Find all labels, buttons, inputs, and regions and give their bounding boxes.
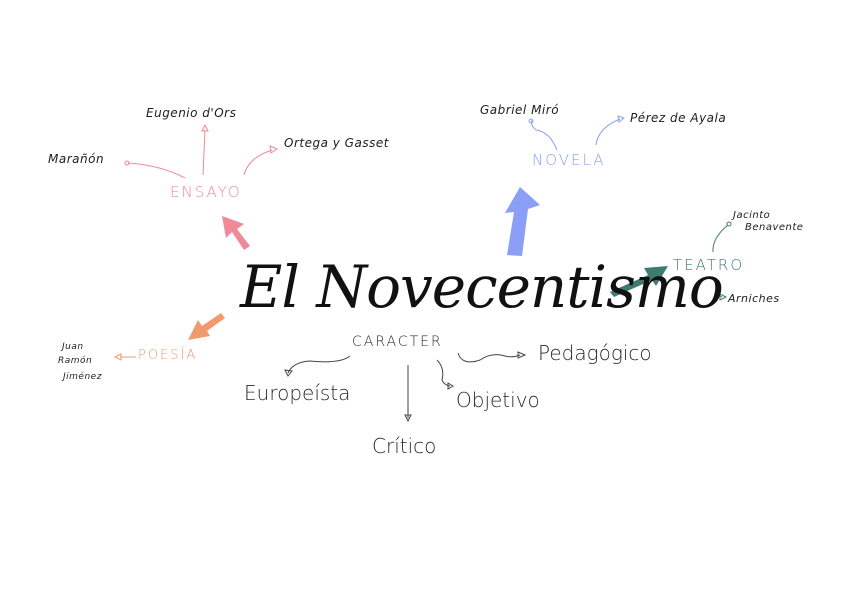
- author-maranon: Marañón: [48, 152, 105, 166]
- trait-pedagogico: Pedagógico: [538, 341, 652, 365]
- author-juan: Juan: [62, 342, 84, 352]
- author-ortega-y-gasset: Ortega y Gasset: [284, 136, 389, 150]
- trait-critico: Crítico: [372, 434, 437, 458]
- author-jacinto: Jacinto: [733, 210, 771, 221]
- novela-arrow-icon: [505, 187, 540, 256]
- category-teatro: TEATRO: [673, 256, 745, 274]
- author-perez-de-ayala: Pérez de Ayala: [630, 111, 727, 125]
- category-poesia: POESÍA: [138, 348, 198, 363]
- author-gabriel-miro: Gabriel Miró: [480, 103, 560, 117]
- poesia-arrow-icon: [188, 313, 225, 340]
- category-ensayo: ENSAYO: [170, 183, 242, 201]
- category-novela: NOVELA: [532, 151, 606, 169]
- page-title: El Novecentismo: [240, 253, 724, 321]
- trait-objetivo: Objetivo: [456, 388, 540, 412]
- author-jimenez: Jiménez: [63, 372, 102, 382]
- author-eugenio-dors: Eugenio d'Ors: [146, 106, 237, 120]
- trait-europeista: Europeísta: [244, 381, 351, 405]
- caracter-heading: CARACTER: [352, 334, 443, 350]
- ensayo-arrow-icon: [222, 216, 250, 250]
- author-ramon: Ramón: [58, 356, 93, 366]
- author-benavente: Benavente: [745, 222, 804, 233]
- teatro-arrow-icon: [610, 266, 668, 297]
- author-arniches: Arniches: [728, 292, 780, 305]
